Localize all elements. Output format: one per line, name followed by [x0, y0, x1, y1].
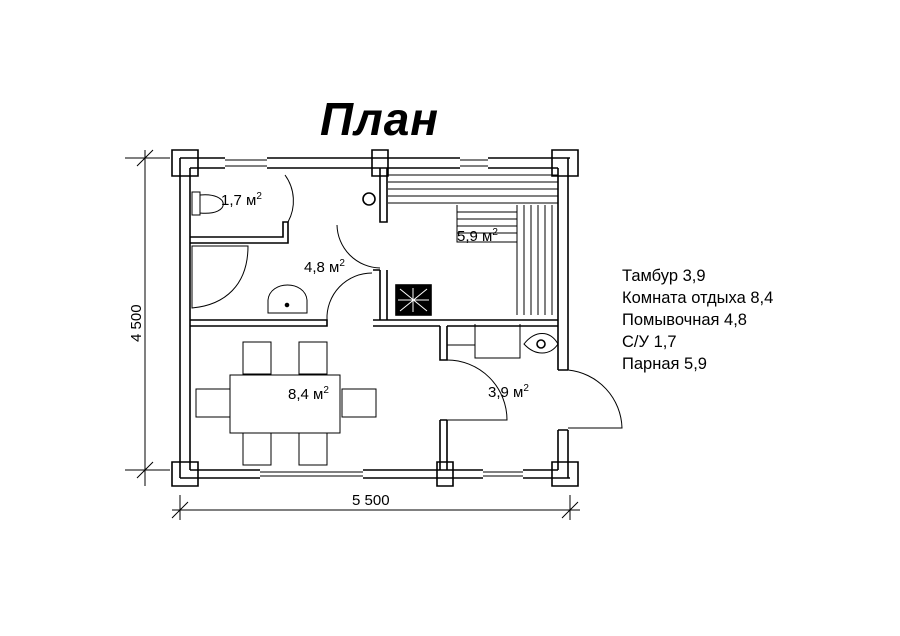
door-vestibule	[446, 359, 508, 421]
bench	[447, 324, 521, 359]
door-wc	[284, 174, 294, 223]
room-area-sauna: 5,9 м2	[457, 227, 498, 245]
interior-wall	[190, 221, 289, 244]
window	[225, 159, 523, 477]
plan-title: План	[320, 93, 440, 145]
room-area-wash: 4,8 м2	[304, 258, 345, 276]
area-legend: Тамбур 3,9 Комната отдыха 8,4 Помывочная…	[622, 265, 773, 375]
outer-wall	[557, 158, 569, 478]
lamp-icon	[523, 333, 559, 354]
room-area-rest: 8,4 м2	[288, 385, 329, 403]
legend-item: Помывочная 4,8	[622, 311, 747, 329]
room-area-wc: 1,7 м2	[221, 191, 262, 209]
shower-icon	[191, 245, 249, 309]
width-dimension: 5 500	[352, 492, 390, 509]
legend-item: Комната отдыха 8,4	[622, 289, 774, 307]
toilet-icon	[191, 191, 224, 216]
legend-item: С/У 1,7	[622, 333, 677, 351]
legend-item: Тамбур 3,9	[622, 267, 706, 285]
dimension-lines	[125, 149, 580, 520]
outer-wall	[179, 158, 191, 478]
outer-wall	[180, 157, 570, 169]
chair	[195, 341, 377, 466]
door-sauna	[336, 224, 381, 269]
door-wash	[326, 272, 373, 321]
interior-wall	[373, 168, 388, 320]
dining-table	[229, 374, 341, 434]
interior-wall	[439, 326, 448, 470]
outer-wall	[180, 469, 570, 479]
room-area-vestibule: 3,9 м2	[488, 383, 529, 401]
height-dimension: 4 500	[128, 304, 145, 342]
sink-icon	[267, 284, 308, 314]
legend-item: Парная 5,9	[622, 355, 707, 373]
interior-wall	[190, 319, 558, 327]
door-entrance	[567, 369, 623, 429]
corner-post	[171, 149, 579, 487]
sauna-bench	[388, 174, 558, 315]
water-tank-icon	[362, 192, 376, 206]
